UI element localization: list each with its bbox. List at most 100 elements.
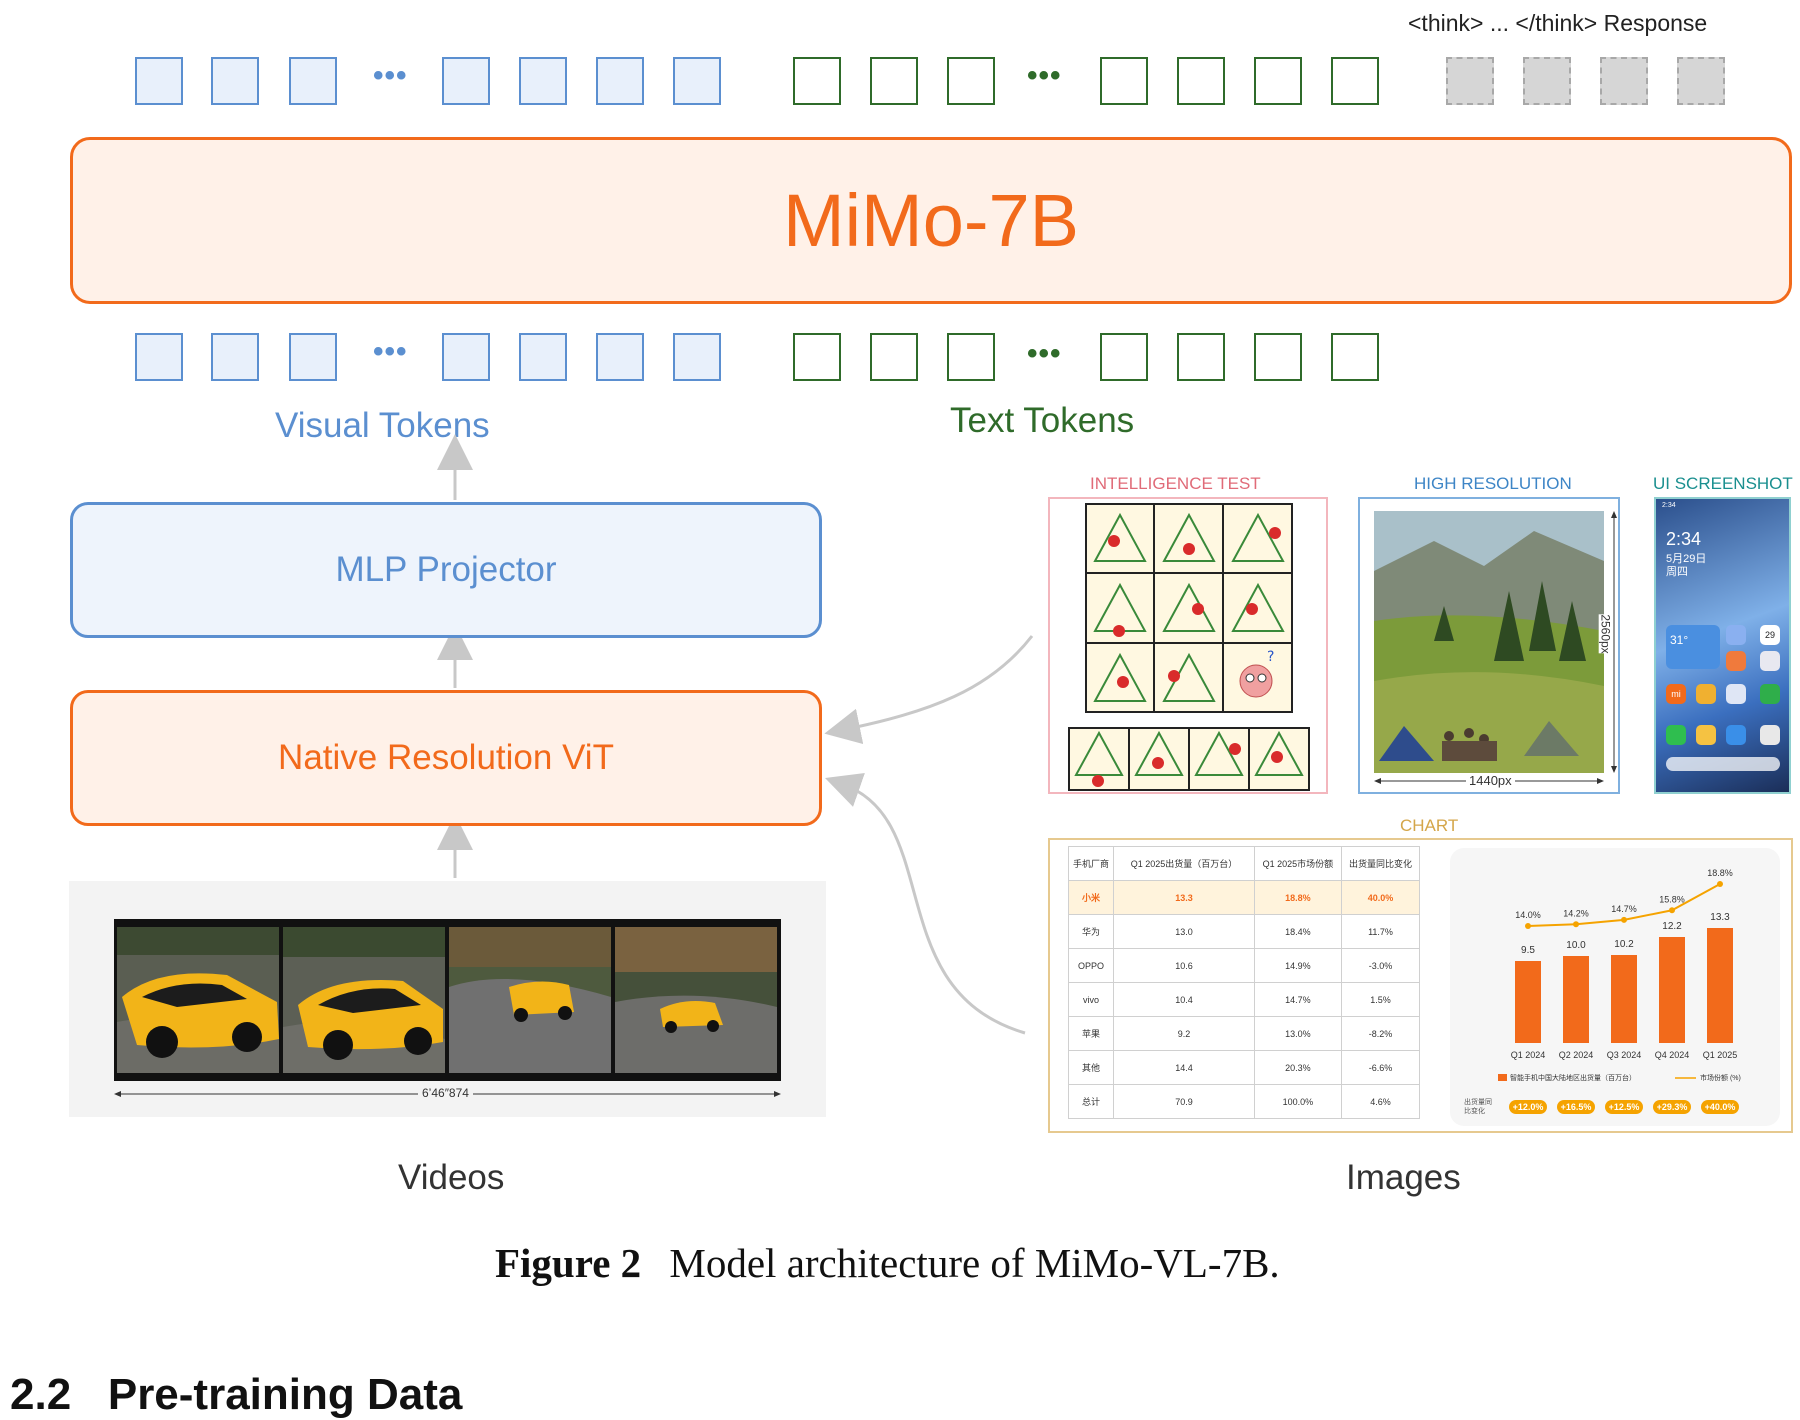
chart-title: CHART <box>1400 816 1459 835</box>
text-token <box>1254 57 1302 105</box>
mi-icon[interactable]: mi <box>1666 684 1686 704</box>
chart-thumbnail: 手机厂商 Q1 2025出货量（百万台） Q1 2025市场份额 出货量同比变化… <box>1048 838 1793 1133</box>
app-icon[interactable] <box>1726 651 1746 671</box>
calendar-day: 29 <box>1764 630 1775 640</box>
text-token <box>870 57 918 105</box>
table-cell: -6.6% <box>1340 1050 1421 1085</box>
chart-bar <box>1659 937 1685 1043</box>
visual-token <box>673 57 721 105</box>
visual-token <box>519 333 567 381</box>
table-cell: OPPO <box>1067 948 1115 983</box>
high-resolution-thumbnail: 2560px 1440px <box>1358 497 1620 794</box>
calendar-icon[interactable]: 29 <box>1760 625 1780 645</box>
phone-time: 2:34 <box>1666 529 1702 549</box>
category-label: Q2 2024 <box>1558 1050 1594 1060</box>
yoy-pill: +12.5% <box>1605 1100 1643 1114</box>
notes-icon[interactable] <box>1696 725 1716 745</box>
yoy-pill: +29.3% <box>1653 1100 1691 1114</box>
visual-token <box>442 333 490 381</box>
table-row: 其他 14.4 20.3% -6.6% <box>1067 1050 1421 1085</box>
app-icon[interactable] <box>1696 684 1716 704</box>
share-point <box>1573 921 1579 928</box>
yoy-pill: +40.0% <box>1701 1100 1739 1114</box>
table-cell: 18.4% <box>1253 914 1342 949</box>
visual-token <box>289 57 337 105</box>
table-cell: 苹果 <box>1067 1016 1115 1051</box>
bar-chart-panel: 14.0%14.2%14.7%15.8%18.8% 智能手机中国大陆地区出货量（… <box>1450 848 1780 1126</box>
svg-text:?: ? <box>1267 649 1274 665</box>
legend-shipments: 智能手机中国大陆地区出货量（百万台） <box>1510 1075 1636 1082</box>
figure-caption: Figure 2 Model architecture of MiMo-VL-7… <box>495 1239 1280 1287</box>
share-label: 15.8% <box>1659 894 1685 904</box>
text-token <box>947 333 995 381</box>
visual-token <box>673 333 721 381</box>
text-token <box>1331 57 1379 105</box>
share-label: 18.8% <box>1707 868 1733 878</box>
height-dimension-label: 2560px <box>1598 614 1613 654</box>
figure-text: Model architecture of MiMo-VL-7B. <box>669 1240 1280 1286</box>
category-label: Q3 2024 <box>1606 1050 1642 1060</box>
yoy-pill: +12.0% <box>1509 1100 1547 1114</box>
table-cell: 20.3% <box>1253 1050 1342 1085</box>
shipment-table: 手机厂商 Q1 2025出货量（百万台） Q1 2025市场份额 出货量同比变化… <box>1067 846 1421 1119</box>
visual-token <box>211 57 259 105</box>
legend-share: 市场份额 (%) <box>1700 1075 1741 1082</box>
phone-icon[interactable] <box>1666 725 1686 745</box>
videos-label: Videos <box>398 1158 505 1197</box>
bar-value-label: 10.2 <box>1614 938 1634 950</box>
video-frame <box>117 927 279 1073</box>
text-token <box>1177 57 1225 105</box>
table-cell: -8.2% <box>1340 1016 1421 1051</box>
text-token <box>1177 333 1225 381</box>
images-label: Images <box>1346 1158 1461 1197</box>
table-cell: 18.8% <box>1253 880 1342 915</box>
app-icon[interactable] <box>1726 684 1746 704</box>
table-cell: -3.0% <box>1340 948 1421 983</box>
video-panel: 6’46″874 <box>69 881 826 1117</box>
search-bar[interactable] <box>1666 757 1780 771</box>
table-cell: 10.6 <box>1113 948 1255 983</box>
table-header-row: 手机厂商 Q1 2025出货量（百万台） Q1 2025市场份额 出货量同比变化 <box>1067 846 1421 881</box>
table-cell: 40.0% <box>1340 880 1421 915</box>
chart-bar <box>1611 954 1637 1043</box>
app-icon[interactable] <box>1726 625 1746 645</box>
bar-value-label: 10.0 <box>1566 940 1586 952</box>
response-token <box>1677 57 1725 105</box>
width-dimension-label: 1440px <box>1466 773 1515 788</box>
category-label: Q1 2024 <box>1510 1050 1546 1060</box>
chart-bar <box>1515 960 1541 1043</box>
security-icon[interactable] <box>1760 684 1780 704</box>
app-icon[interactable] <box>1760 651 1780 671</box>
camera-icon[interactable] <box>1760 725 1780 745</box>
llm-block: MiMo-7B <box>70 137 1792 304</box>
video-frame <box>283 927 445 1073</box>
table-cell: 100.0% <box>1253 1084 1342 1119</box>
table-cell: 9.2 <box>1113 1016 1255 1051</box>
table-header: Q1 2025出货量（百万台） <box>1113 846 1255 881</box>
ui-screenshot-title: UI SCREENSHOT <box>1653 474 1793 493</box>
browser-icon[interactable] <box>1726 725 1746 745</box>
table-cell: 14.9% <box>1253 948 1342 983</box>
table-cell: 其他 <box>1067 1050 1115 1085</box>
phone-weekday: 周四 <box>1666 566 1688 578</box>
mlp-projector-block: MLP Projector <box>70 502 822 638</box>
arrow-chart-to-vit <box>825 772 1026 1035</box>
vit-block: Native Resolution ViT <box>70 690 822 826</box>
table-cell: 14.4 <box>1113 1050 1255 1085</box>
intelligence-test-thumbnail: ? <box>1048 497 1328 794</box>
ellipsis-icon: ••• <box>373 59 408 92</box>
mlp-label: MLP Projector <box>335 550 557 589</box>
bar-value-label: 12.2 <box>1662 921 1682 933</box>
category-label: Q4 2024 <box>1654 1050 1690 1060</box>
chart-bar <box>1563 956 1589 1043</box>
ui-screenshot-thumbnail: 2:34 2:34 5月29日 周四 31° 29 mi <box>1654 497 1791 794</box>
figure-number: Figure 2 <box>495 1240 642 1286</box>
table-cell: 小米 <box>1067 880 1115 915</box>
text-token <box>793 333 841 381</box>
table-cell: 11.7% <box>1340 914 1421 949</box>
puzzle-grid: ? <box>1085 503 1293 713</box>
share-point <box>1669 907 1675 914</box>
yoy-label: 出货量同比变化 <box>1464 1099 1492 1115</box>
weather-temp: 31° <box>1670 633 1689 647</box>
landscape-photo <box>1374 511 1604 773</box>
